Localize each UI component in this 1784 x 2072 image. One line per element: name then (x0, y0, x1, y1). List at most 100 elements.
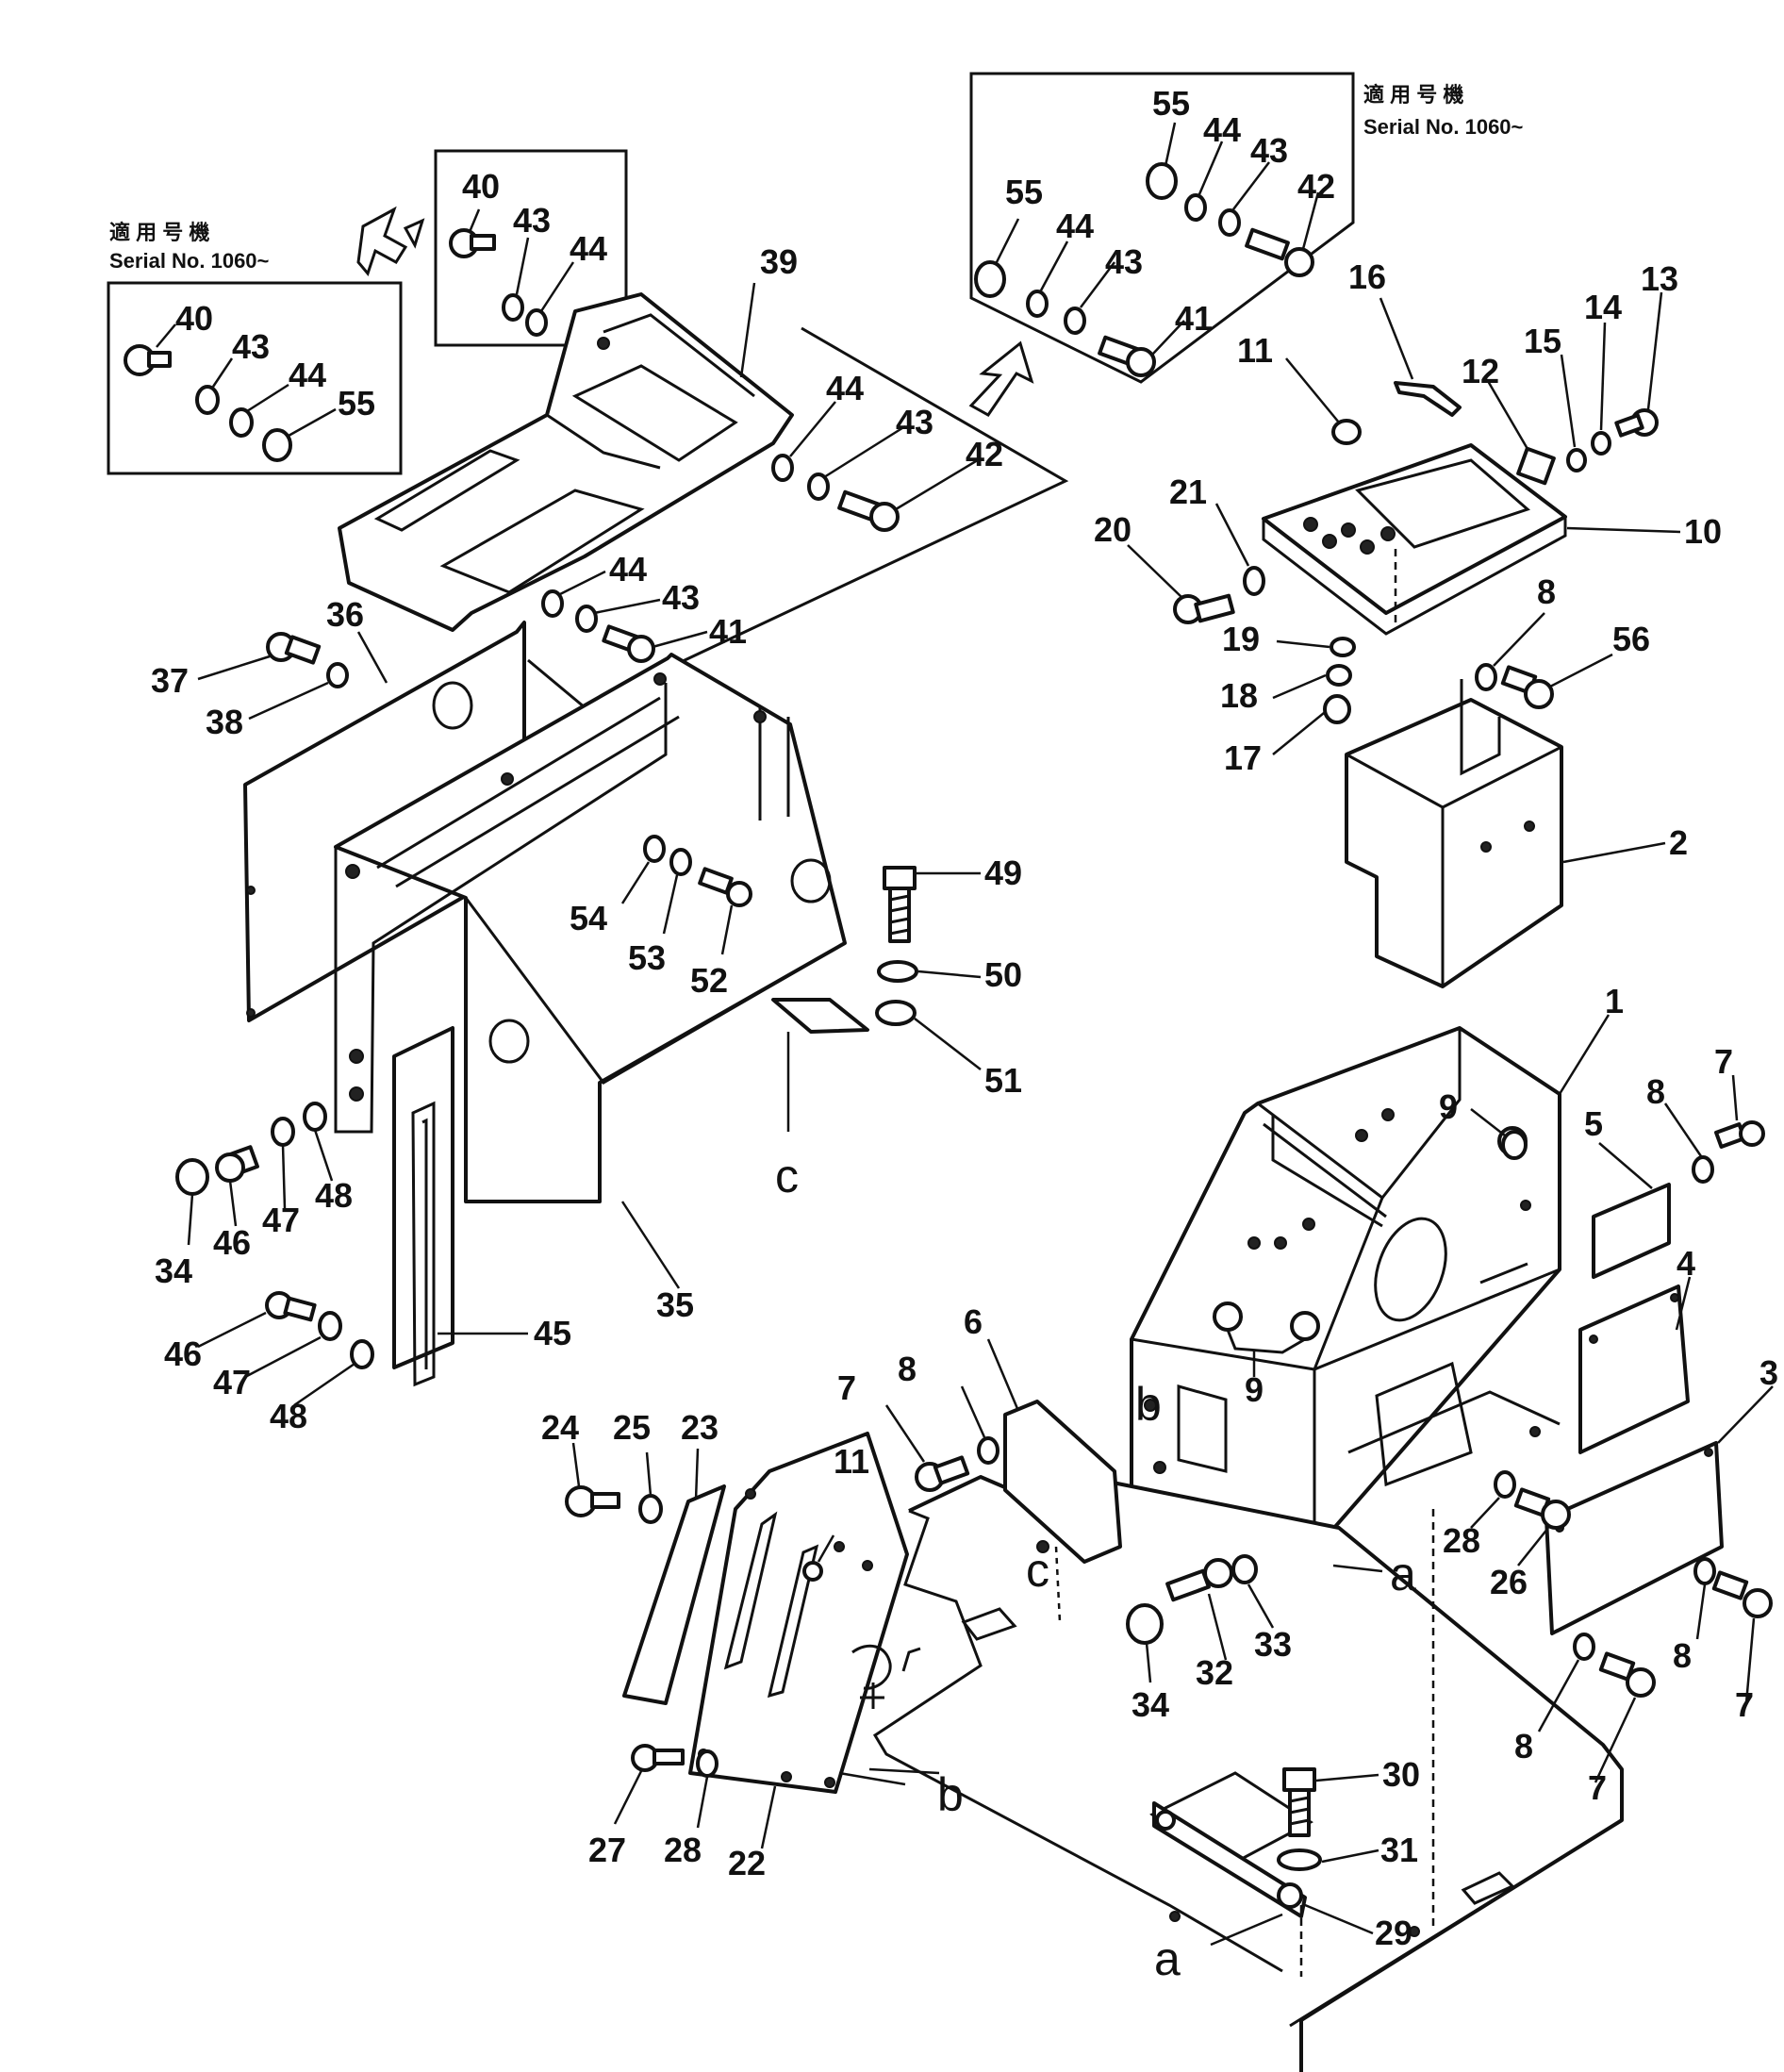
callout-label: 9 (1439, 1087, 1458, 1126)
callout-label: 1 (1605, 982, 1624, 1020)
plate-6 (1003, 1400, 1122, 1564)
callout-label: 7 (1735, 1685, 1754, 1724)
washer-21-icon (1243, 566, 1265, 596)
washer-8-lower-icon (1573, 1633, 1595, 1661)
reference-letter: c (775, 1150, 799, 1202)
washer-47-upper-icon (271, 1117, 295, 1147)
bolt-52-icon (698, 867, 752, 907)
callout-label: 42 (1297, 167, 1335, 206)
callout-label: 8 (898, 1350, 917, 1388)
bolt-24-icon (565, 1485, 620, 1517)
washer-43-console-right-icon (807, 472, 830, 501)
detail-box-small (434, 149, 628, 347)
plate-23 (622, 1484, 726, 1705)
callout-label: 54 (570, 899, 607, 937)
panel-10 (1262, 443, 1567, 636)
serial-note-left-line2: Serial No. 1060~ (109, 249, 270, 273)
callout-label: 44 (609, 550, 647, 588)
part-17-icon (1323, 694, 1351, 724)
washer-8-right-icon (1692, 1155, 1714, 1184)
callout-label: 24 (541, 1408, 579, 1447)
washer-31-icon (1277, 1848, 1322, 1871)
callout-label: 33 (1254, 1625, 1292, 1664)
cover-4 (1578, 1285, 1690, 1454)
callout-label: 49 (984, 854, 1022, 892)
callout-label: 19 (1222, 620, 1260, 658)
callout-label: 38 (206, 703, 243, 741)
arrow-up-right-icon (968, 340, 1034, 417)
cover-5-right (1592, 1183, 1671, 1279)
callout-label: 47 (213, 1363, 251, 1401)
cover-box-2 (1345, 679, 1563, 988)
bolt-27-icon (631, 1744, 685, 1772)
bolt-56-icon (1500, 665, 1554, 709)
bolt-41-console-icon (602, 624, 655, 663)
callout-label: 4 (1677, 1244, 1695, 1283)
callout-label: 8 (1673, 1636, 1692, 1675)
reference-letter: a (1154, 1932, 1181, 1985)
cap-34-center-icon (1126, 1603, 1164, 1645)
callout-label: 55 (338, 384, 375, 423)
callout-label: 52 (690, 961, 728, 1000)
console-frame-35 (334, 653, 847, 1203)
callout-label: 48 (315, 1176, 353, 1215)
part-12-icon (1516, 446, 1556, 486)
handle-16-icon (1394, 381, 1462, 417)
serial-note-right-line2: Serial No. 1060~ (1363, 115, 1524, 139)
callout-label: 21 (1169, 472, 1207, 511)
washer-33-icon (1231, 1554, 1258, 1584)
washer-43-console-left-icon (575, 605, 598, 633)
washer-54-icon (643, 835, 666, 863)
washer-48-lower-icon (350, 1339, 374, 1369)
callout-label: 34 (155, 1251, 192, 1290)
callout-label: 43 (896, 403, 933, 441)
callout-label: 8 (1646, 1072, 1665, 1111)
washer-55-serial-icon (262, 428, 292, 462)
callout-label: 15 (1524, 322, 1561, 360)
callout-label: 45 (534, 1314, 571, 1352)
callout-label: 44 (1203, 110, 1241, 149)
washer-55-lower-icon (974, 260, 1006, 298)
bolt-7-lower-icon (1598, 1651, 1656, 1698)
callout-label: 48 (270, 1397, 307, 1435)
callout-label: 11 (834, 1442, 869, 1481)
callout-label: 2 (1669, 823, 1688, 862)
callout-label: 40 (462, 167, 500, 206)
callout-label: 37 (151, 661, 189, 700)
callout-label: 44 (1056, 207, 1094, 245)
callout-label: 10 (1684, 512, 1722, 551)
callout-label: 55 (1005, 173, 1043, 211)
plate-22 (688, 1432, 909, 1794)
bolt-7-right-a-icon (1711, 1570, 1773, 1618)
callout-label: 41 (709, 612, 747, 651)
washer-28-upper-icon (1494, 1470, 1516, 1499)
washer-25-icon (638, 1494, 663, 1524)
washer-8-center-icon (977, 1436, 999, 1465)
callout-label: 44 (570, 229, 607, 268)
bolt-26-icon (1513, 1487, 1571, 1530)
washer-8-top-icon (1475, 663, 1497, 691)
bolt-32-icon (1165, 1558, 1233, 1602)
reference-letter: b (937, 1768, 964, 1821)
callout-label: 51 (984, 1061, 1022, 1100)
washer-15-icon (1566, 448, 1587, 472)
console-guide-plane (527, 326, 1069, 709)
washer-43-top-icon (502, 293, 524, 322)
washer-55-upper-icon (1146, 162, 1178, 200)
washer-8-right-a-icon (1693, 1557, 1716, 1585)
callout-label: 31 (1380, 1831, 1418, 1869)
bolt-49-icon (883, 866, 917, 943)
callout-label: 6 (964, 1302, 983, 1341)
washer-38-icon (326, 662, 349, 688)
callout-label: 55 (1152, 84, 1190, 123)
callout-label: 13 (1641, 259, 1678, 298)
bolt-30-icon (1282, 1767, 1316, 1837)
washer-44-serial-icon (229, 407, 254, 438)
callout-label: 44 (826, 369, 864, 407)
callout-label: 27 (588, 1831, 626, 1869)
callout-label: 43 (1105, 242, 1143, 281)
callout-label: 16 (1348, 257, 1386, 296)
callout-label: 42 (966, 435, 1003, 473)
bolt-7-right-icon (1714, 1120, 1765, 1149)
